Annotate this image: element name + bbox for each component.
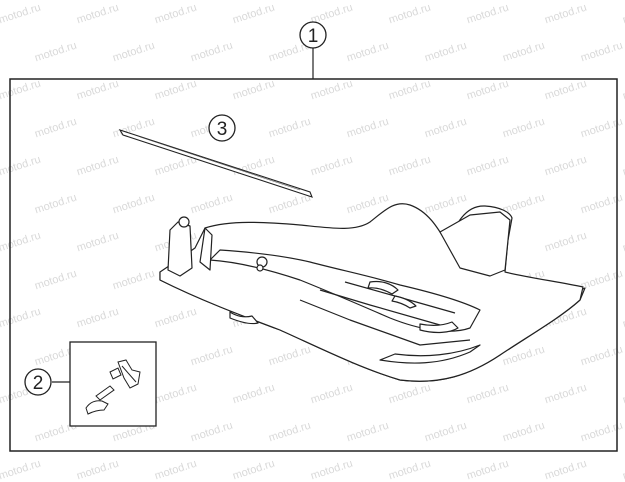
- parts-diagram: 1 3: [9, 21, 618, 452]
- callout-2-label: 2: [33, 373, 44, 394]
- callout-1[interactable]: 1: [299, 21, 327, 79]
- callout-2[interactable]: 2: [24, 368, 70, 396]
- callout-1-label: 1: [308, 26, 319, 47]
- kit-box: [69, 341, 157, 427]
- part-skid-plate[interactable]: [159, 203, 586, 382]
- part-mounting-hardware[interactable]: [85, 359, 141, 415]
- callout-3-label: 3: [217, 119, 228, 140]
- callout-3[interactable]: 3: [208, 114, 236, 142]
- part-strip[interactable]: [118, 129, 313, 198]
